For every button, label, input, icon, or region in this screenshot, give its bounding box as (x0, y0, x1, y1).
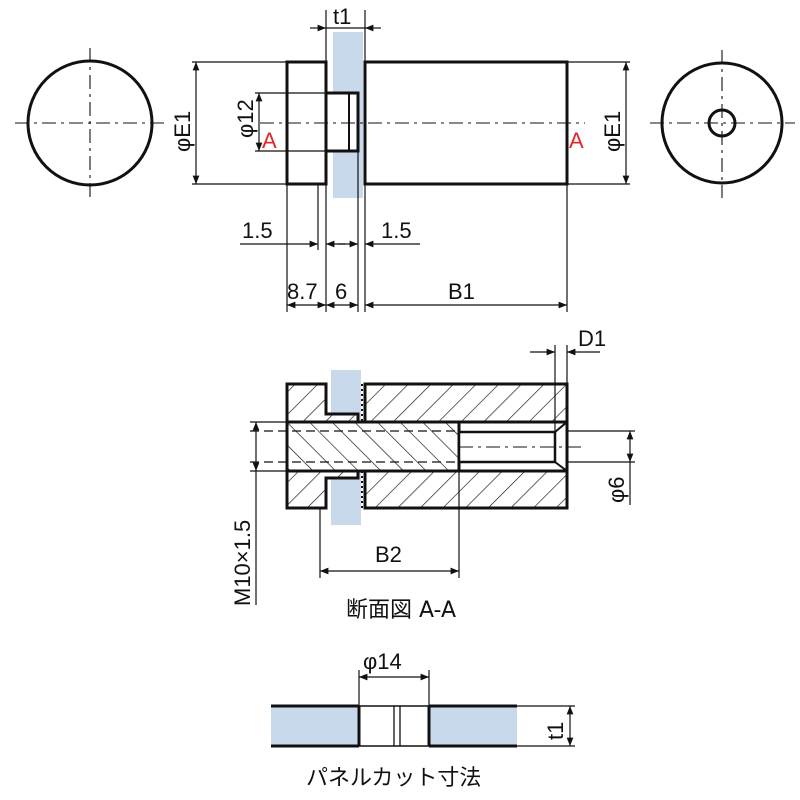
dim-b2: B2 (375, 542, 402, 567)
panel-cut-caption: パネルカット寸法 (306, 766, 481, 791)
section-view (250, 345, 635, 605)
dim-d1: D1 (578, 326, 606, 351)
right-end-view (650, 50, 795, 198)
section-mark-a-left: A (262, 128, 277, 153)
dim-t1-top: t1 (333, 4, 351, 29)
dim-gap-right: 1.5 (381, 218, 412, 243)
panel-cut-view (271, 670, 575, 748)
gap-dimensions (240, 151, 568, 312)
section-mark-a-right: A (569, 128, 584, 153)
dim-b1: B1 (448, 279, 475, 304)
neck (324, 91, 360, 153)
left-end-view (15, 48, 165, 198)
dim-phi-12: φ12 (233, 99, 258, 138)
dim-thread: M10×1.5 (230, 520, 255, 606)
dim-6: 6 (335, 279, 347, 304)
dim-t1-side: t1 (543, 722, 568, 740)
side-view (192, 10, 630, 198)
dim-phi-14: φ14 (363, 649, 402, 674)
dim-gap-left: 1.5 (242, 218, 273, 243)
dim-8-7: 8.7 (287, 279, 318, 304)
dim-phi-e1-right: φE1 (600, 111, 625, 152)
dim-phi-6: φ6 (604, 476, 629, 503)
section-caption: 断面図 A-A (346, 598, 456, 623)
dim-phi-e1-left: φE1 (170, 111, 195, 152)
